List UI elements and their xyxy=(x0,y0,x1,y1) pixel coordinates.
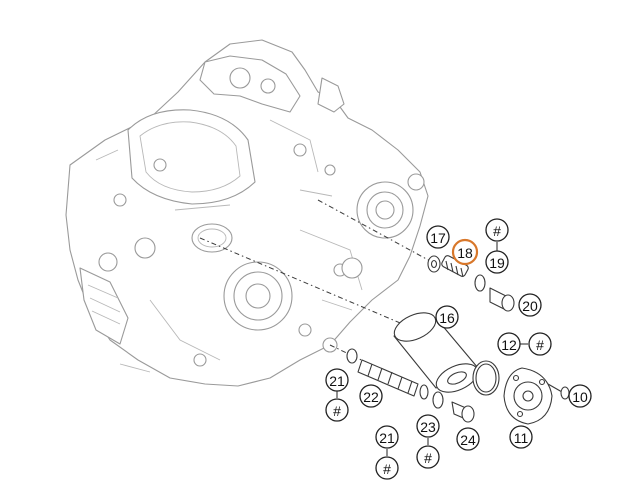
part-24-plug xyxy=(451,401,475,423)
callout-21-upper: 21 xyxy=(325,368,349,392)
callout-21-upper-hash: # xyxy=(325,398,349,422)
part-11-filter-cover xyxy=(503,367,553,425)
callout-21-lower-hash: # xyxy=(375,456,399,480)
svg-text:11: 11 xyxy=(514,430,529,446)
svg-text:19: 19 xyxy=(489,255,505,271)
svg-text:17: 17 xyxy=(430,230,446,246)
svg-text:21: 21 xyxy=(329,373,345,389)
callout-23: 23 xyxy=(416,414,440,438)
callout-connectors xyxy=(336,242,528,456)
part-21-o-ring-lower xyxy=(419,384,429,400)
svg-text:24: 24 xyxy=(460,432,476,448)
crankcase-body xyxy=(65,39,429,387)
svg-text:#: # xyxy=(424,450,432,466)
part-22-strainer xyxy=(357,359,419,397)
callout-12: 12 xyxy=(497,332,521,356)
svg-text:#: # xyxy=(383,461,391,477)
callout-18: 18 xyxy=(451,238,479,266)
part-12-o-ring xyxy=(472,360,500,396)
callout-22: 22 xyxy=(359,384,383,408)
callout-11: 11 xyxy=(509,425,533,449)
part-21-o-ring-upper xyxy=(346,348,358,364)
callout-23-hash: # xyxy=(416,445,440,469)
callout-10: 10 xyxy=(568,384,592,408)
callout-12-hash: # xyxy=(528,332,552,356)
svg-text:#: # xyxy=(536,337,544,353)
svg-text:#: # xyxy=(333,403,341,419)
part-20-plug-screw xyxy=(489,287,515,312)
part-19-o-ring xyxy=(474,274,486,292)
svg-text:21: 21 xyxy=(379,430,395,446)
svg-text:20: 20 xyxy=(522,298,538,314)
svg-text:23: 23 xyxy=(420,419,436,435)
part-23-o-ring xyxy=(432,391,444,409)
callout-19-hash: # xyxy=(485,218,509,242)
svg-text:16: 16 xyxy=(439,310,455,326)
part-17-washer xyxy=(427,255,441,273)
callout-16: 16 xyxy=(435,305,459,329)
part-18-spring xyxy=(441,255,469,278)
svg-text:10: 10 xyxy=(572,389,588,405)
callout-19: 19 xyxy=(485,250,509,274)
callout-21-lower: 21 xyxy=(375,425,399,449)
callout-17: 17 xyxy=(426,225,450,249)
svg-text:18: 18 xyxy=(457,245,473,261)
svg-text:12: 12 xyxy=(501,337,517,353)
svg-text:#: # xyxy=(493,223,501,239)
callout-24: 24 xyxy=(456,427,480,451)
callout-20: 20 xyxy=(518,293,542,317)
svg-text:22: 22 xyxy=(363,389,379,405)
